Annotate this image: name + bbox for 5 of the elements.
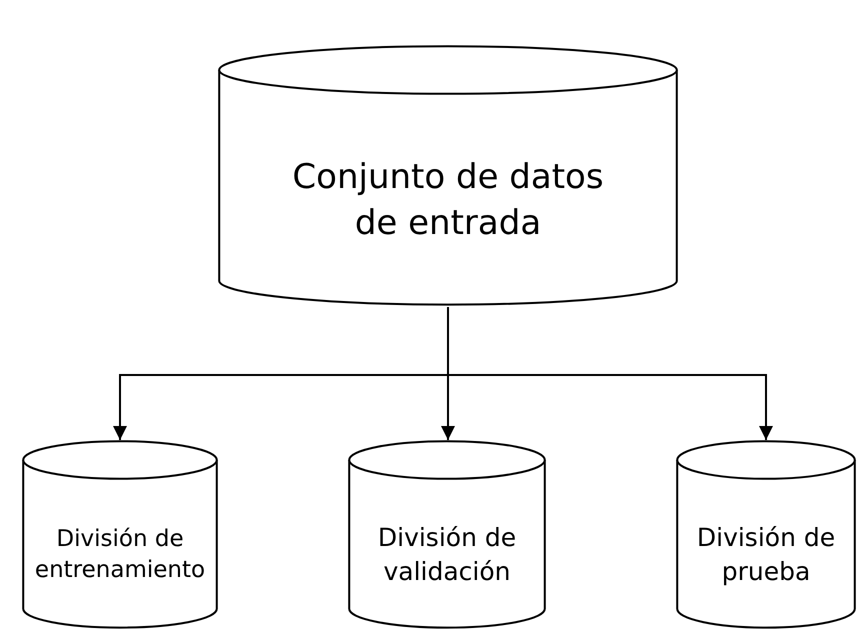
cylinder-label: División de validación xyxy=(376,522,518,588)
cylinder-label: División de prueba xyxy=(696,522,836,588)
cylinder-label: División de entrenamiento xyxy=(34,524,206,585)
arrow xyxy=(447,307,773,440)
cylinder-label: Conjunto de datos de entrada xyxy=(291,156,605,245)
